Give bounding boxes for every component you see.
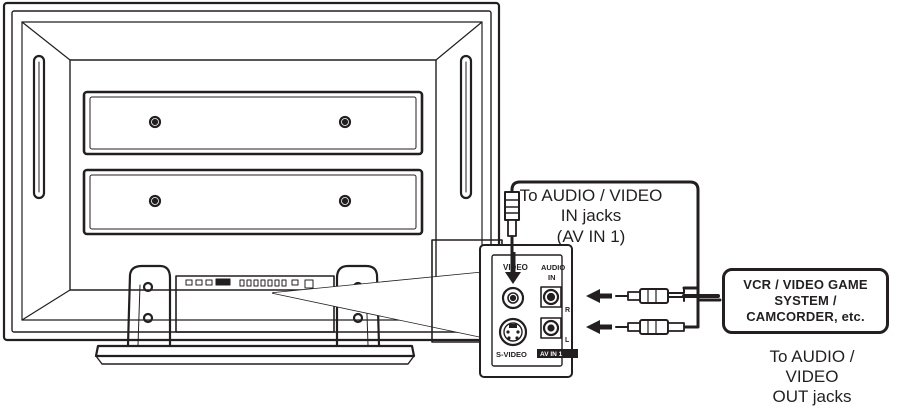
external-device-label: VCR / VIDEO GAME SYSTEM / CAMCORDER, etc… — [743, 277, 868, 325]
screw-icon — [148, 194, 162, 208]
audio-in-l-jack[interactable] — [540, 317, 562, 339]
arrow-left-icon — [586, 289, 612, 303]
label-line: CAMCORDER, etc. — [746, 308, 865, 324]
right-channel-label: R — [565, 307, 570, 314]
tv-bottom-jack-panel — [175, 275, 335, 333]
s-video-jack[interactable] — [498, 317, 528, 347]
audio-jack-label: AUDIO — [541, 263, 565, 272]
screw-icon — [338, 194, 352, 208]
to-av-out-jacks-label: To AUDIO / VIDEO OUT jacks — [752, 347, 872, 407]
s-video-label: S-VIDEO — [496, 350, 527, 359]
to-av-in-jacks-label: To AUDIO / VIDEO IN jacks (AV IN 1) — [506, 186, 676, 247]
screw-icon — [148, 115, 162, 129]
left-handle — [32, 54, 46, 200]
av-in-badge — [537, 349, 578, 358]
right-handle — [459, 54, 473, 200]
arrow-down-icon — [505, 252, 521, 284]
zoomed-jack-panel — [479, 244, 578, 378]
label-line: (AV IN 1) — [556, 226, 626, 246]
video-cable — [504, 180, 700, 290]
label-line: OUT jacks — [772, 387, 852, 407]
label-line: VCR / VIDEO GAME — [743, 277, 868, 293]
tv-stand — [94, 264, 416, 365]
av-in-badge-text: AV IN 1 — [540, 351, 563, 358]
upper-mount-plate — [82, 90, 424, 156]
audio-l-plug — [615, 286, 722, 335]
arrow-left-icon — [586, 320, 612, 334]
audio-in-label: IN — [548, 273, 556, 282]
left-channel-label: L — [565, 337, 570, 344]
video-in-jack[interactable] — [501, 286, 525, 310]
label-line: To AUDIO / — [769, 347, 855, 366]
video-jack-label: VIDEO — [503, 263, 528, 272]
label-line: IN jacks — [560, 206, 622, 226]
external-device-box: VCR / VIDEO GAME SYSTEM / CAMCORDER, etc… — [722, 268, 889, 334]
lower-mount-plate — [82, 168, 424, 236]
screw-icon — [338, 115, 352, 129]
audio-in-r-jack[interactable] — [540, 286, 562, 308]
label-line: SYSTEM / — [774, 293, 837, 309]
label-line: VIDEO — [785, 367, 839, 387]
panel-labels: VIDEO AUDIO IN R L S-VIDEO AV IN 1 — [496, 263, 570, 359]
label-line: To AUDIO / VIDEO — [519, 186, 663, 205]
audio-r-plug — [615, 287, 720, 304]
